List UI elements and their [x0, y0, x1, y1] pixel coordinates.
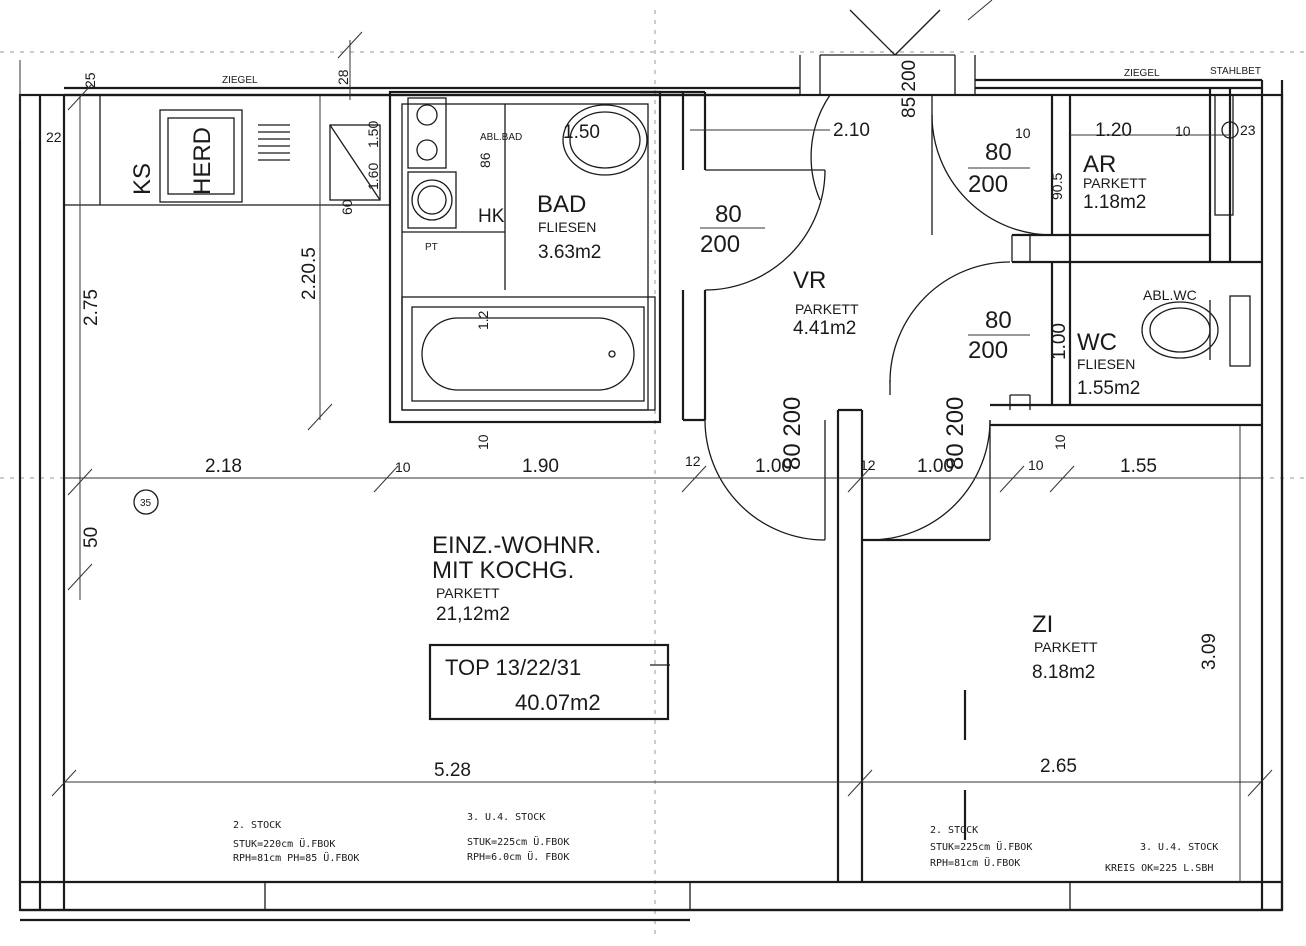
circle-mark-label: 35 — [140, 498, 152, 509]
dim-90-5: 90.5 — [1049, 173, 1065, 200]
ks-label: KS — [129, 163, 156, 195]
dim-1-50: 1.50 — [563, 122, 600, 143]
abl-bad-label: ABL.BAD — [480, 132, 522, 143]
dim-2-10: 2.10 — [833, 120, 870, 141]
main-room-name2: MIT KOCHG. — [432, 557, 574, 584]
zi-room-name: ZI — [1032, 611, 1053, 638]
zi-room-floor: PARKETT — [1034, 639, 1098, 655]
note-right-t2: 3. U.4. STOCK — [1140, 842, 1218, 853]
dim-10d: 10 — [475, 434, 491, 450]
dim-2-18: 2.18 — [205, 456, 242, 477]
top-box-line1: TOP 13/22/31 — [445, 655, 581, 680]
notes-right: 2. STOCK STUK=225cm Ü.FBOK RPH=81cm Ü.FB… — [930, 825, 1218, 874]
door-entry-size: 80 200 — [779, 397, 806, 470]
dim-10c: 10 — [1052, 434, 1068, 450]
herd-label: HERD — [189, 127, 216, 195]
dim-1-20: 1.20 — [1095, 120, 1132, 141]
hk-label: HK — [478, 206, 505, 227]
dim-1-00v: 1.00 — [1049, 323, 1070, 360]
zi-room-area: 8.18m2 — [1032, 662, 1095, 683]
bad-room-area: 3.63m2 — [538, 242, 601, 263]
main-room-name1: EINZ.-WOHNR. — [432, 532, 601, 559]
note-mid-l2: RPH=6.0cm Ü. FBOK — [467, 850, 569, 863]
door-main-size: 85 200 — [899, 60, 920, 118]
top-box-frame — [428, 643, 670, 721]
stahlbet-label: STAHLBET — [1210, 66, 1261, 77]
dimension-ticks — [51, 0, 1273, 797]
vr-room-area: 4.41m2 — [793, 318, 856, 339]
note-left-title: 2. STOCK — [233, 820, 281, 831]
dim-2-20-5: 2.20.5 — [299, 247, 320, 300]
bathroom-fixtures — [401, 94, 1251, 411]
dim-10b: 10 — [1028, 457, 1044, 473]
dim-1-2: 1.2 — [475, 310, 491, 330]
dim-12: 12 — [685, 453, 701, 469]
abl-wc-label: ABL.WC — [1143, 287, 1197, 303]
notes-left: 2. STOCK STUK=220cm Ü.FBOK RPH=81cm PH=8… — [233, 820, 359, 864]
dim-2-65: 2.65 — [1040, 756, 1077, 777]
main-room-area: 21,12m2 — [436, 604, 510, 625]
dim-1-55: 1.55 — [1120, 456, 1157, 477]
dim-50: 50 — [81, 527, 102, 548]
dim-60: 60 — [339, 199, 355, 215]
dim-25: 25 — [82, 72, 98, 88]
dim-1-00a: 1.00 — [755, 456, 792, 477]
note-right-l3: KREIS OK=225 L.SBH — [1105, 863, 1213, 874]
door-wc-h: 200 — [968, 337, 1008, 364]
door-ar-h: 200 — [968, 171, 1008, 198]
pt-label: PT — [425, 242, 438, 253]
main-room-floor: PARKETT — [436, 585, 500, 601]
vr-room-name: VR — [793, 267, 826, 294]
note-mid-title: 3. U.4. STOCK — [467, 812, 545, 823]
door-wc-w: 80 — [985, 307, 1012, 334]
dim-10f: 10 — [1175, 123, 1191, 139]
ar-room-floor: PARKETT — [1083, 175, 1147, 191]
dim-1-00b: 1.00 — [917, 456, 954, 477]
note-left-l1: STUK=220cm Ü.FBOK — [233, 837, 335, 850]
dim-2-75: 2.75 — [81, 289, 102, 326]
ziegel-right-label: ZIEGEL — [1124, 68, 1160, 79]
bad-room-name: BAD — [537, 191, 586, 218]
wc-room-area: 1.55m2 — [1077, 378, 1140, 399]
kitchen-counter — [64, 95, 390, 206]
dim-1-50b: 1.50 — [365, 121, 381, 148]
door-bad-h: 200 — [700, 231, 740, 258]
note-mid-l1: STUK=225cm Ü.FBOK — [467, 835, 569, 848]
grid-marker-circle — [133, 489, 159, 515]
dim-1-90: 1.90 — [522, 456, 559, 477]
bad-room-floor: FLIESEN — [538, 219, 596, 235]
dim-86: 86 — [477, 152, 493, 168]
dim-12b: 12 — [860, 457, 876, 473]
door-zi-size: 80 200 — [942, 397, 969, 470]
outer-walls — [18, 54, 1284, 922]
dim-28: 28 — [335, 69, 351, 85]
dim-1-60: 1.60 — [365, 163, 381, 190]
dim-10a: 10 — [395, 459, 411, 475]
wc-room-floor: FLIESEN — [1077, 356, 1135, 372]
vr-room-floor: PARKETT — [795, 301, 859, 317]
herd-burners — [258, 124, 290, 161]
note-left-l2: RPH=81cm PH=85 Ü.FBOK — [233, 851, 359, 864]
door-ar-w: 80 — [985, 139, 1012, 166]
note-right-title: 2. STOCK — [930, 825, 978, 836]
ziegel-left-label: ZIEGEL — [222, 75, 258, 86]
notes-mid: 3. U.4. STOCK STUK=225cm Ü.FBOK RPH=6.0c… — [467, 812, 569, 863]
wc-room-name: WC — [1077, 329, 1117, 356]
note-right-l2: RPH=81cm Ü.FBOK — [930, 856, 1020, 869]
dim-22: 22 — [46, 129, 62, 145]
note-right-l1: STUK=225cm Ü.FBOK — [930, 840, 1032, 853]
dim-5-28: 5.28 — [434, 760, 471, 781]
top-box-line2: 40.07m2 — [515, 690, 601, 715]
door-bad-w: 80 — [715, 201, 742, 228]
ar-room-name: AR — [1083, 151, 1116, 178]
doors — [704, 9, 1053, 541]
dim-10e: 10 — [1015, 125, 1031, 141]
dim-3-09: 3.09 — [1199, 633, 1220, 670]
dim-23: 23 — [1240, 122, 1256, 138]
ar-room-area: 1.18m2 — [1083, 192, 1146, 213]
